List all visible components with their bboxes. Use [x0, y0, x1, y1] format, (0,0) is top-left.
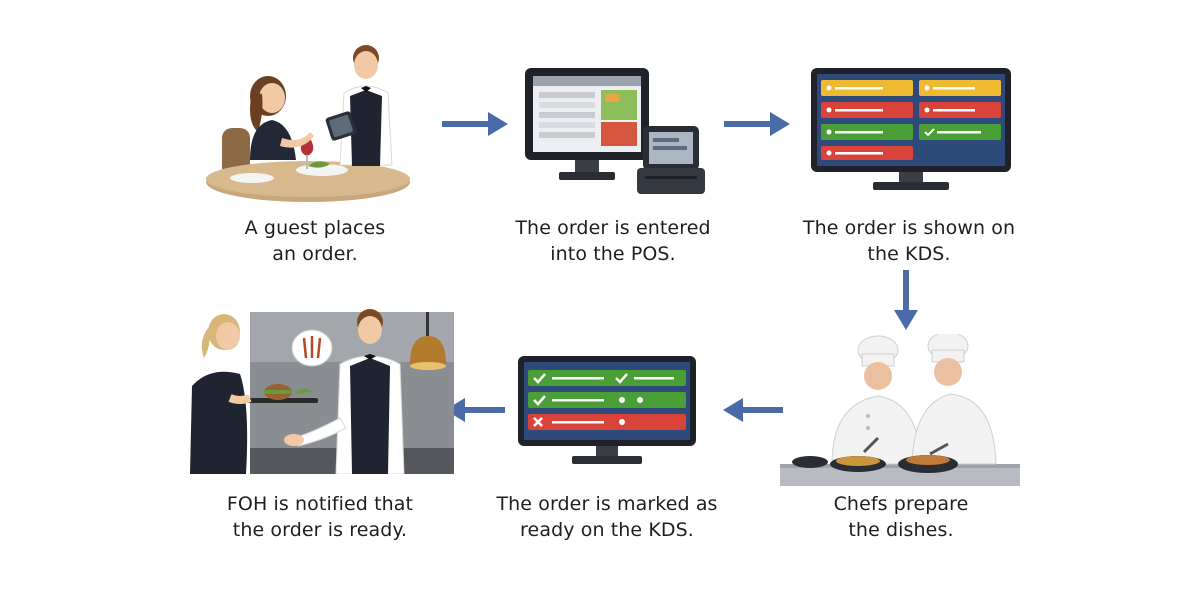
arrow-left-icon	[445, 398, 505, 422]
chefs-cooking-illustration	[780, 334, 1020, 486]
kds-ready-illustration	[518, 356, 696, 464]
foh-handoff-illustration	[190, 309, 454, 474]
arrow-right-icon	[724, 112, 790, 136]
guest-ordering-illustration	[206, 45, 410, 202]
arrow-left-icon	[723, 398, 783, 422]
arrow-right-icon	[442, 112, 508, 136]
pos-terminal-illustration	[525, 68, 705, 194]
arrow-down-icon	[894, 270, 918, 330]
kds-display-illustration	[811, 68, 1011, 190]
